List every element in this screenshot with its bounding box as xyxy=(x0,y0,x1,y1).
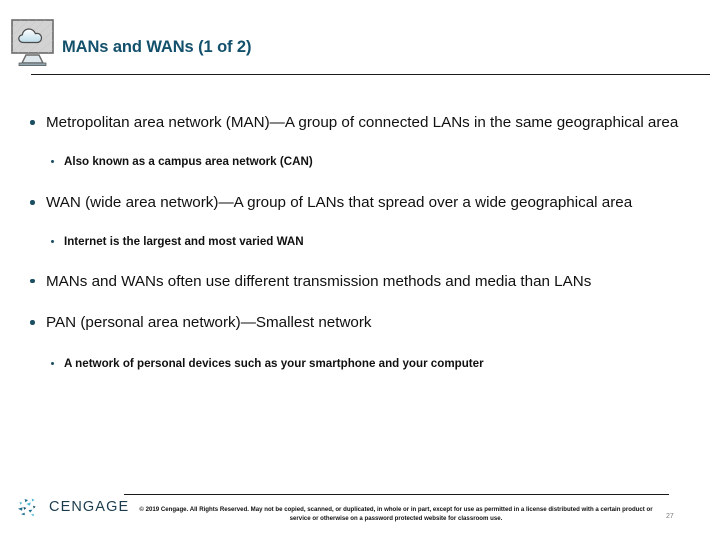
spacer xyxy=(0,294,720,312)
bullet-text: Metropolitan area network (MAN)—A group … xyxy=(46,114,679,131)
sub-bullet-item: Internet is the largest and most varied … xyxy=(0,234,720,251)
bullet-marker-icon xyxy=(30,200,35,205)
slide-body: Metropolitan area network (MAN)—A group … xyxy=(0,112,720,373)
sub-bullet-item: A network of personal devices such as yo… xyxy=(0,356,720,373)
slide-page-number: 27 xyxy=(666,513,674,520)
bullet-item: MANs and WANs often use different transm… xyxy=(0,271,720,293)
cengage-logo-mark-icon xyxy=(16,496,46,520)
copyright-notice: © 2019 Cengage. All Rights Reserved. May… xyxy=(139,506,653,523)
sub-bullet-marker-icon xyxy=(51,159,54,163)
sub-bullet-text: Also known as a campus area network (CAN… xyxy=(64,154,313,168)
bullet-text: WAN (wide area network)—A group of LANs … xyxy=(46,194,633,212)
bullet-item: WAN (wide area network)—A group of LANs … xyxy=(0,192,720,214)
page-title: MANs and WANs (1 of 2) xyxy=(62,38,252,56)
cengage-logo-text: CENGAGE xyxy=(49,499,130,515)
spacer xyxy=(0,216,720,234)
bullet-item: Metropolitan area network (MAN)—A group … xyxy=(0,112,720,134)
bullet-text: MANs and WANs often use different transm… xyxy=(46,272,592,290)
bullet-item: PAN (personal area network)—Smallest net… xyxy=(0,312,720,334)
bullet-text: PAN (personal area network)—Smallest net… xyxy=(46,314,372,332)
bullet-marker-icon xyxy=(30,120,35,125)
sub-bullet-marker-icon xyxy=(51,361,54,365)
title-divider xyxy=(31,74,710,75)
cengage-logo: CENGAGE xyxy=(16,494,128,524)
bullet-marker-icon xyxy=(30,320,35,325)
monitor-cloud-icon xyxy=(9,18,57,70)
bullet-marker-icon xyxy=(30,278,35,284)
spacer xyxy=(0,336,720,356)
slide-title-row: MANs and WANs (1 of 2) xyxy=(0,14,720,74)
sub-bullet-marker-icon xyxy=(51,239,54,243)
sub-bullet-text: A network of personal devices such as yo… xyxy=(64,356,484,370)
sub-bullet-item: Also known as a campus area network (CAN… xyxy=(0,154,720,171)
spacer xyxy=(0,136,720,154)
sub-bullet-text: Internet is the largest and most varied … xyxy=(64,234,304,248)
footer-divider xyxy=(124,494,669,495)
spacer xyxy=(0,170,720,192)
spacer xyxy=(0,251,720,271)
